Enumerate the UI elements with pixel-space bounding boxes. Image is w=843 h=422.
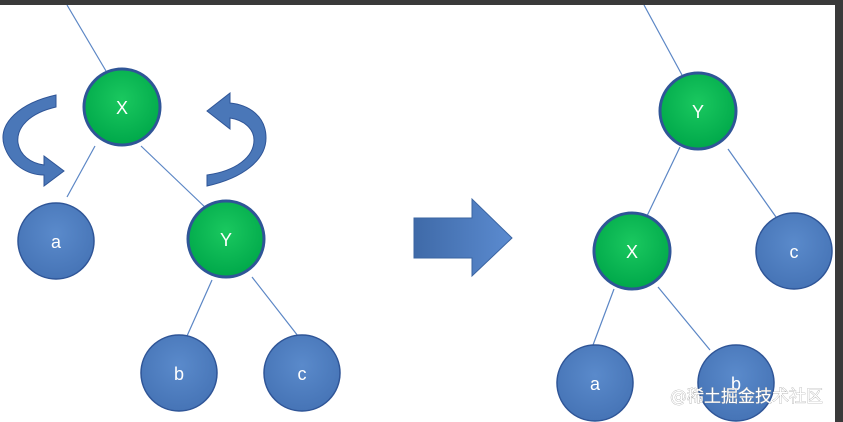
- left-edge-y-c: [251, 276, 299, 337]
- right-node-b-label: b: [731, 374, 741, 394]
- right-parent-edge: [643, 5, 683, 76]
- right-node-c: c: [755, 212, 833, 290]
- left-node-y-label: Y: [220, 230, 232, 250]
- left-node-y: Y: [186, 199, 266, 279]
- right-node-b: b: [697, 344, 775, 422]
- rotate-arrow-right-icon: [206, 91, 267, 187]
- right-tree: Y X c a b: [556, 5, 833, 422]
- left-edge-x-y: [140, 145, 209, 211]
- right-node-y: Y: [658, 71, 738, 151]
- left-node-x-label: X: [116, 98, 128, 118]
- left-parent-edge: [66, 5, 107, 72]
- left-node-x: X: [82, 67, 162, 147]
- right-node-a: a: [556, 344, 634, 422]
- left-node-a: a: [17, 202, 95, 280]
- right-node-x-label: X: [626, 242, 638, 262]
- rotate-arrow-left-icon: [2, 94, 65, 187]
- right-node-c-label: c: [790, 242, 799, 262]
- left-node-b: b: [140, 334, 218, 412]
- right-edge-x-b: [657, 286, 711, 351]
- left-edge-y-b: [186, 279, 213, 337]
- right-edge-y-c: [727, 148, 777, 218]
- left-tree: X a Y b c: [2, 5, 341, 412]
- right-edge-x-a: [592, 288, 615, 346]
- left-node-a-label: a: [51, 232, 62, 252]
- right-node-a-label: a: [590, 374, 601, 394]
- watermark-text: @稀土掘金技术社区: [670, 387, 823, 407]
- right-edge-y-x: [645, 146, 681, 219]
- left-node-c-label: c: [298, 364, 307, 384]
- left-node-c: c: [263, 334, 341, 412]
- right-node-x: X: [592, 211, 672, 291]
- transform-arrow-icon: [413, 197, 513, 278]
- right-node-y-label: Y: [692, 102, 704, 122]
- left-node-b-label: b: [174, 364, 184, 384]
- tree-rotation-diagram: X a Y b c: [2, 5, 833, 422]
- left-edge-x-a: [66, 145, 96, 198]
- diagram-canvas: X a Y b c: [0, 5, 835, 422]
